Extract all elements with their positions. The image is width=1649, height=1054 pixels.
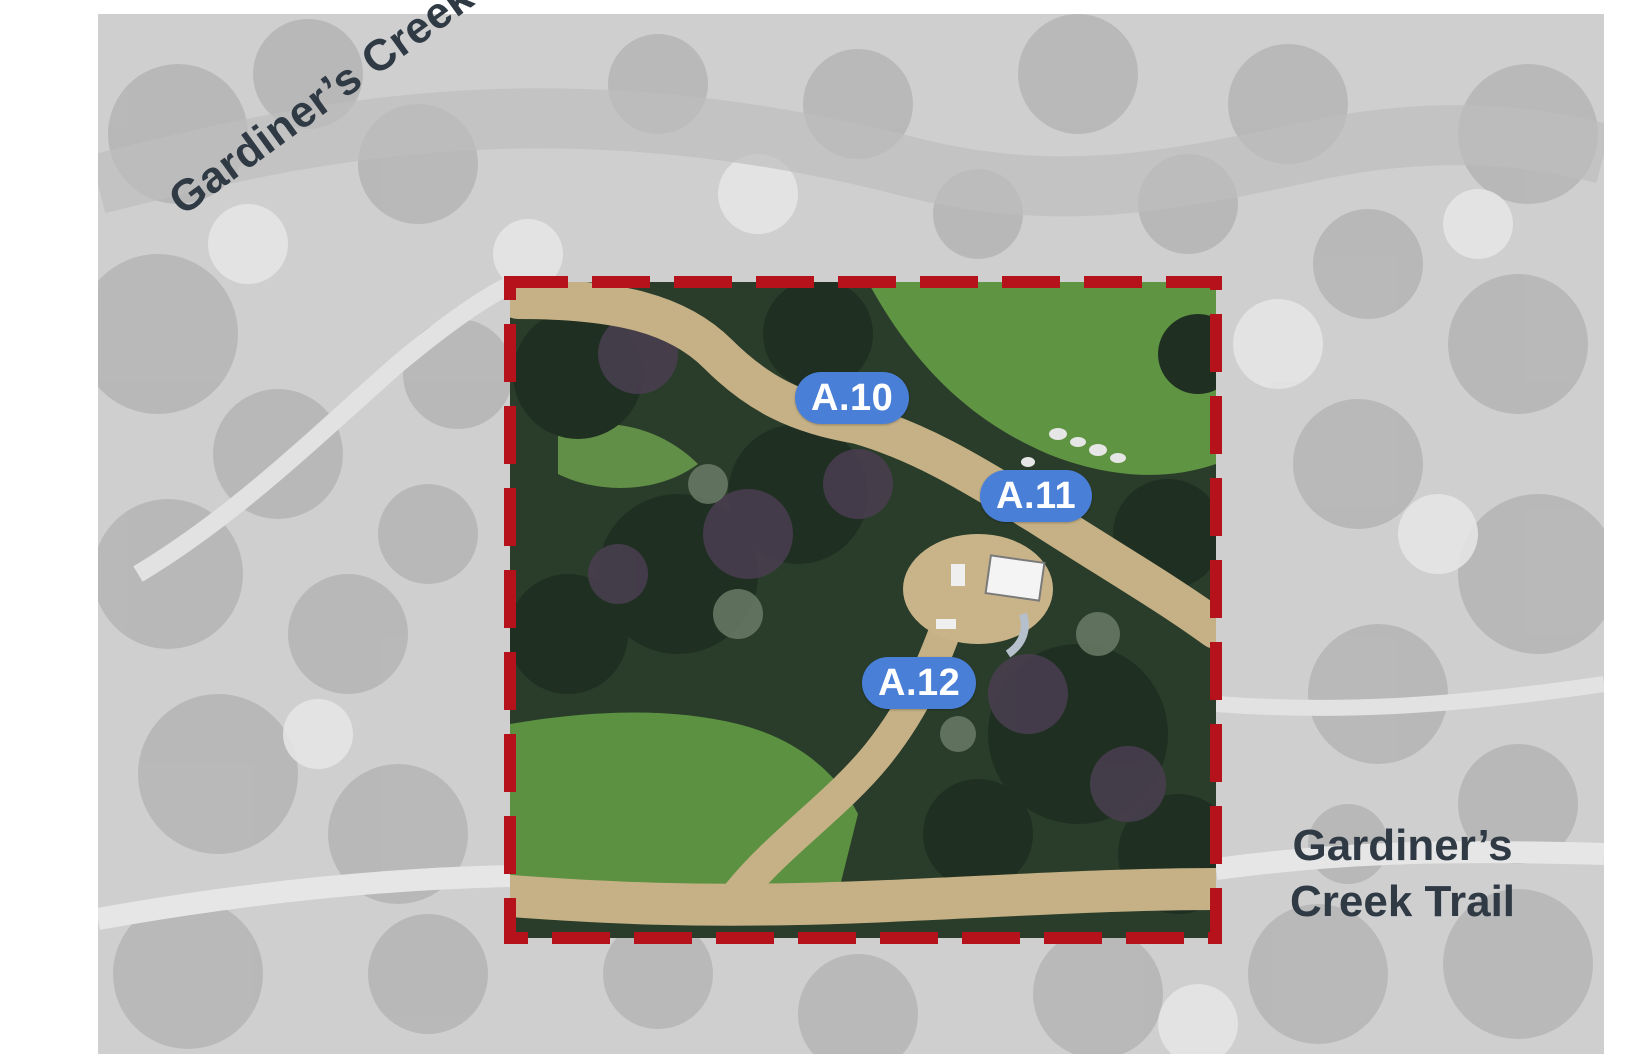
aerial-map [98, 14, 1604, 1054]
trail-label-line-2: Creek Trail [1290, 877, 1516, 926]
marker-a11[interactable]: A.11 [980, 470, 1093, 522]
marker-a12[interactable]: A.12 [862, 657, 977, 709]
trail-label-line-1: Gardiner’s [1292, 821, 1513, 870]
marker-a10[interactable]: A.10 [795, 372, 910, 424]
trail-label: Gardiner’s Creek Trail [1290, 818, 1515, 930]
aerial-map-graphic [98, 14, 1604, 1054]
site-aerial [510, 282, 1216, 938]
site-boundary [504, 276, 1222, 944]
